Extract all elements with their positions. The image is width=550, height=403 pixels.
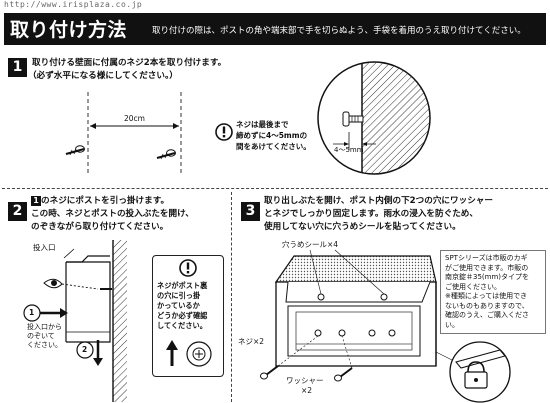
step1-distance-label: 20cm bbox=[124, 114, 145, 123]
site-url: http://www.irisplaza.co.jp bbox=[4, 0, 143, 9]
step2-check-line5: してください。 bbox=[157, 321, 207, 330]
spt-note-line6: ないものもありますので、 bbox=[445, 301, 529, 310]
step3-line2: とネジでしっかり固定します。雨水の浸入を防ぐため、 bbox=[264, 209, 478, 219]
screw-icon-left bbox=[65, 145, 85, 156]
spt-note-line1: SPTシリーズは市販のカギ bbox=[445, 254, 528, 262]
spt-note-line4: ご使用ください。 bbox=[445, 282, 501, 291]
screw-icon-step3 bbox=[260, 365, 279, 380]
step1-gap-label: 4～5mm bbox=[334, 146, 364, 154]
step2-slot-label: 投入口 bbox=[33, 243, 56, 252]
step3-spt-note: SPTシリーズは市販のカギ がご使用できます。市販の 南京錠＃35(mm)タイプ… bbox=[440, 250, 546, 334]
spt-note-line3: 南京錠＃35(mm)タイプを bbox=[445, 273, 530, 281]
washer-icon bbox=[334, 367, 353, 382]
step3-number: 3 bbox=[241, 202, 260, 221]
step1-warning-line2: 締めずに4～5mmの bbox=[236, 131, 308, 140]
divider-horizontal bbox=[2, 188, 548, 189]
step2-line1: のネジにポストを引っ掛けます。 bbox=[41, 196, 170, 206]
step2-check-line3: かっているか bbox=[157, 301, 200, 310]
step3-screw-label: ネジ×2 bbox=[238, 337, 265, 346]
step2-line3: のぞきながら取り付けてください。 bbox=[31, 222, 169, 232]
header-bar bbox=[4, 13, 546, 45]
step2-check-line2: の穴に引っ掛 bbox=[157, 291, 201, 300]
step2-check-line1: ネジがポスト裏 bbox=[157, 281, 208, 290]
step3-line3: 使用してない穴に穴うめシールを貼ってください。 bbox=[264, 222, 461, 232]
step3-washer-label2: ×2 bbox=[301, 386, 313, 395]
step2-check-line4: どうか必ず確認 bbox=[157, 311, 208, 320]
step3-line1: 取り出しぶたを開け、ポスト内側の下2つの穴にワッシャー bbox=[264, 196, 493, 206]
step3-washer-label1: ワッシャー bbox=[286, 376, 324, 385]
page-title: 取り付け方法 bbox=[10, 19, 128, 41]
step2-ref-badge: 1 bbox=[31, 195, 41, 206]
step2-arrow2-num: 2 bbox=[82, 345, 88, 354]
step2-arrow1-num: 1 bbox=[29, 308, 35, 317]
warning-icon bbox=[215, 123, 233, 141]
warning-icon bbox=[179, 259, 197, 277]
header-note: 取り付けの際は、ポストの角や端末部で手を切らぬよう、手袋を着用のうえ取り付けてく… bbox=[152, 26, 526, 36]
step1-warning-line1: ネジは最後まで bbox=[236, 120, 289, 129]
spt-note-line2: がご使用できます。市販の bbox=[445, 263, 529, 272]
step2-number: 2 bbox=[8, 202, 27, 221]
step1-warning-line3: 間をあけてください。 bbox=[236, 142, 311, 151]
step1-number: 1 bbox=[8, 58, 27, 77]
step2-arrow1-note1: 投入口から bbox=[27, 323, 62, 331]
step1-line1: 取り付ける壁面に付属のネジ2本を取り付けます。 bbox=[32, 58, 227, 68]
spt-note-line7: 確認のうえ、ご購入くださ bbox=[445, 311, 529, 319]
step2-line2: この時、ネジとポストの投入ぶたを開け、 bbox=[31, 209, 194, 219]
step2-arrow1-note2: のぞいて bbox=[27, 332, 55, 340]
step1-line2: （必ず水平になる様にしてください。） bbox=[28, 71, 178, 81]
spt-note-line8: い。 bbox=[445, 320, 459, 329]
divider-vertical bbox=[231, 192, 232, 402]
step2-arrow1-note3: ください。 bbox=[27, 341, 62, 349]
spt-note-line5: ※種類によっては使用でき bbox=[445, 292, 528, 300]
step3-seal-label: 穴うめシール×4 bbox=[282, 240, 339, 249]
screw-icon-right bbox=[156, 149, 176, 160]
